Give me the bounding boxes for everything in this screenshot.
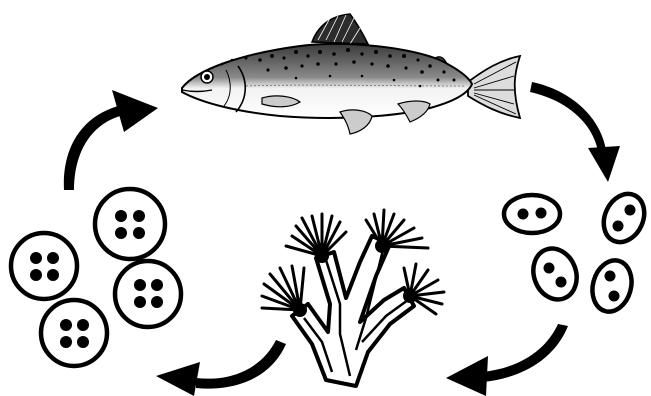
arrow-bryozoan-to-round-spores <box>156 340 286 396</box>
round-spores <box>11 189 181 366</box>
oval-spores <box>504 187 651 316</box>
branching-bryozoan-icon <box>262 210 444 386</box>
four-dot-spore-icon <box>41 300 107 366</box>
two-dot-spore-icon <box>596 187 651 248</box>
arrow-round-spores-to-fish <box>64 90 158 190</box>
two-dot-spore-icon <box>587 256 637 316</box>
four-dot-spore-icon <box>115 261 181 327</box>
arrow-oval-spores-to-bryozoan <box>446 324 568 396</box>
two-dot-spore-icon <box>526 242 583 305</box>
four-dot-spore-icon <box>11 233 77 299</box>
two-dot-spore-icon <box>504 195 560 233</box>
trout-icon <box>182 14 520 134</box>
arrow-fish-to-oval-spores <box>530 82 620 182</box>
four-dot-spore-icon <box>95 189 165 259</box>
